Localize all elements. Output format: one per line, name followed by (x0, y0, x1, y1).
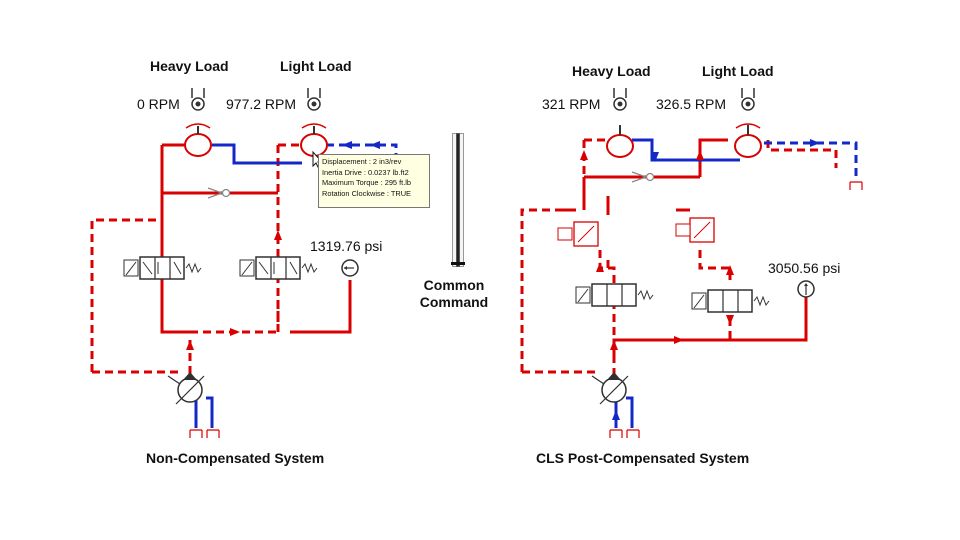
compensator-valve-icon (675, 217, 715, 243)
tooltip-displacement: Displacement : 2 in3/rev (322, 157, 402, 166)
left-circuit (90, 88, 398, 438)
motor-properties-tooltip: Displacement : 2 in3/rev Inertia Drive :… (318, 154, 430, 208)
flow-arrow-icon (651, 152, 659, 162)
tank-icon (189, 429, 220, 438)
right-dashed-pressure-lines (520, 138, 838, 380)
flow-arrow-icon (370, 141, 380, 149)
directional-valve-icon[interactable] (123, 256, 202, 280)
directional-valve-icon[interactable] (575, 283, 654, 307)
hydraulic-motor-icon[interactable] (734, 88, 762, 158)
flow-arrow-icon (726, 265, 734, 275)
common-command-line1: Common (423, 277, 485, 293)
flow-arrow-icon (186, 340, 194, 350)
left-light-load-label: Light Load (280, 58, 352, 74)
common-command-label: Common Command (416, 277, 492, 311)
flow-arrow-icon (610, 340, 618, 350)
flow-arrow-icon (726, 315, 734, 325)
flow-arrow-icon (342, 141, 352, 149)
variable-pump-icon (167, 372, 205, 405)
flow-arrow-icon (596, 262, 604, 272)
flow-arrow-icon (580, 150, 588, 160)
right-pressure-readout: 3050.56 psi (768, 260, 841, 276)
left-heavy-load-label: Heavy Load (150, 58, 229, 74)
directional-valve-icon[interactable] (691, 289, 770, 313)
right-tank-dashed-line (764, 141, 858, 180)
pressure-gauge-icon (797, 280, 815, 298)
tank-icon (609, 181, 863, 438)
hydraulic-motor-icon[interactable] (184, 88, 212, 157)
common-command-slider[interactable] (450, 133, 466, 267)
slider-thumb[interactable] (451, 262, 465, 265)
tooltip-rotation: Rotation Clockwise : TRUE (322, 188, 411, 198)
flow-arrow-icon (696, 150, 704, 160)
left-heavy-rpm: 0 RPM (137, 96, 180, 112)
left-light-rpm: 977.2 RPM (226, 96, 297, 112)
hydraulic-motor-icon[interactable] (606, 88, 634, 158)
right-system-title: CLS Post-Compensated System (536, 450, 750, 466)
flow-arrow-icon (612, 410, 620, 420)
hydraulic-motor-icon[interactable] (300, 88, 328, 157)
right-circuit (520, 88, 863, 438)
flow-arrow-icon (674, 336, 684, 344)
right-pressure-lines (560, 138, 808, 355)
flow-arrow-icon (274, 230, 282, 240)
directional-valve-icon[interactable] (239, 256, 318, 280)
check-valve-icon (207, 187, 231, 199)
compensator-valve-icon (557, 221, 599, 247)
tooltip-inertia: Inertia Drive : 0.0237 lb.ft2 (322, 167, 409, 177)
variable-pump-icon (591, 372, 629, 405)
right-light-rpm: 326.5 RPM (656, 96, 727, 112)
common-command-line2: Command (419, 294, 489, 310)
right-heavy-load-label: Heavy Load (572, 63, 651, 79)
left-pressure-readout: 1319.76 psi (310, 238, 383, 254)
tooltip-max-torque: Maximum Torque : 295 ft.lb (322, 178, 412, 188)
slider-track (456, 133, 460, 267)
right-light-load-label: Light Load (702, 63, 774, 79)
pressure-gauge-icon (341, 259, 359, 277)
right-heavy-rpm: 321 RPM (542, 96, 601, 112)
left-tank-lines (194, 143, 302, 428)
left-system-title: Non-Compensated System (146, 450, 325, 466)
check-valve-icon (631, 171, 655, 183)
flow-arrow-icon (810, 139, 820, 147)
flow-arrow-icon (230, 328, 240, 336)
